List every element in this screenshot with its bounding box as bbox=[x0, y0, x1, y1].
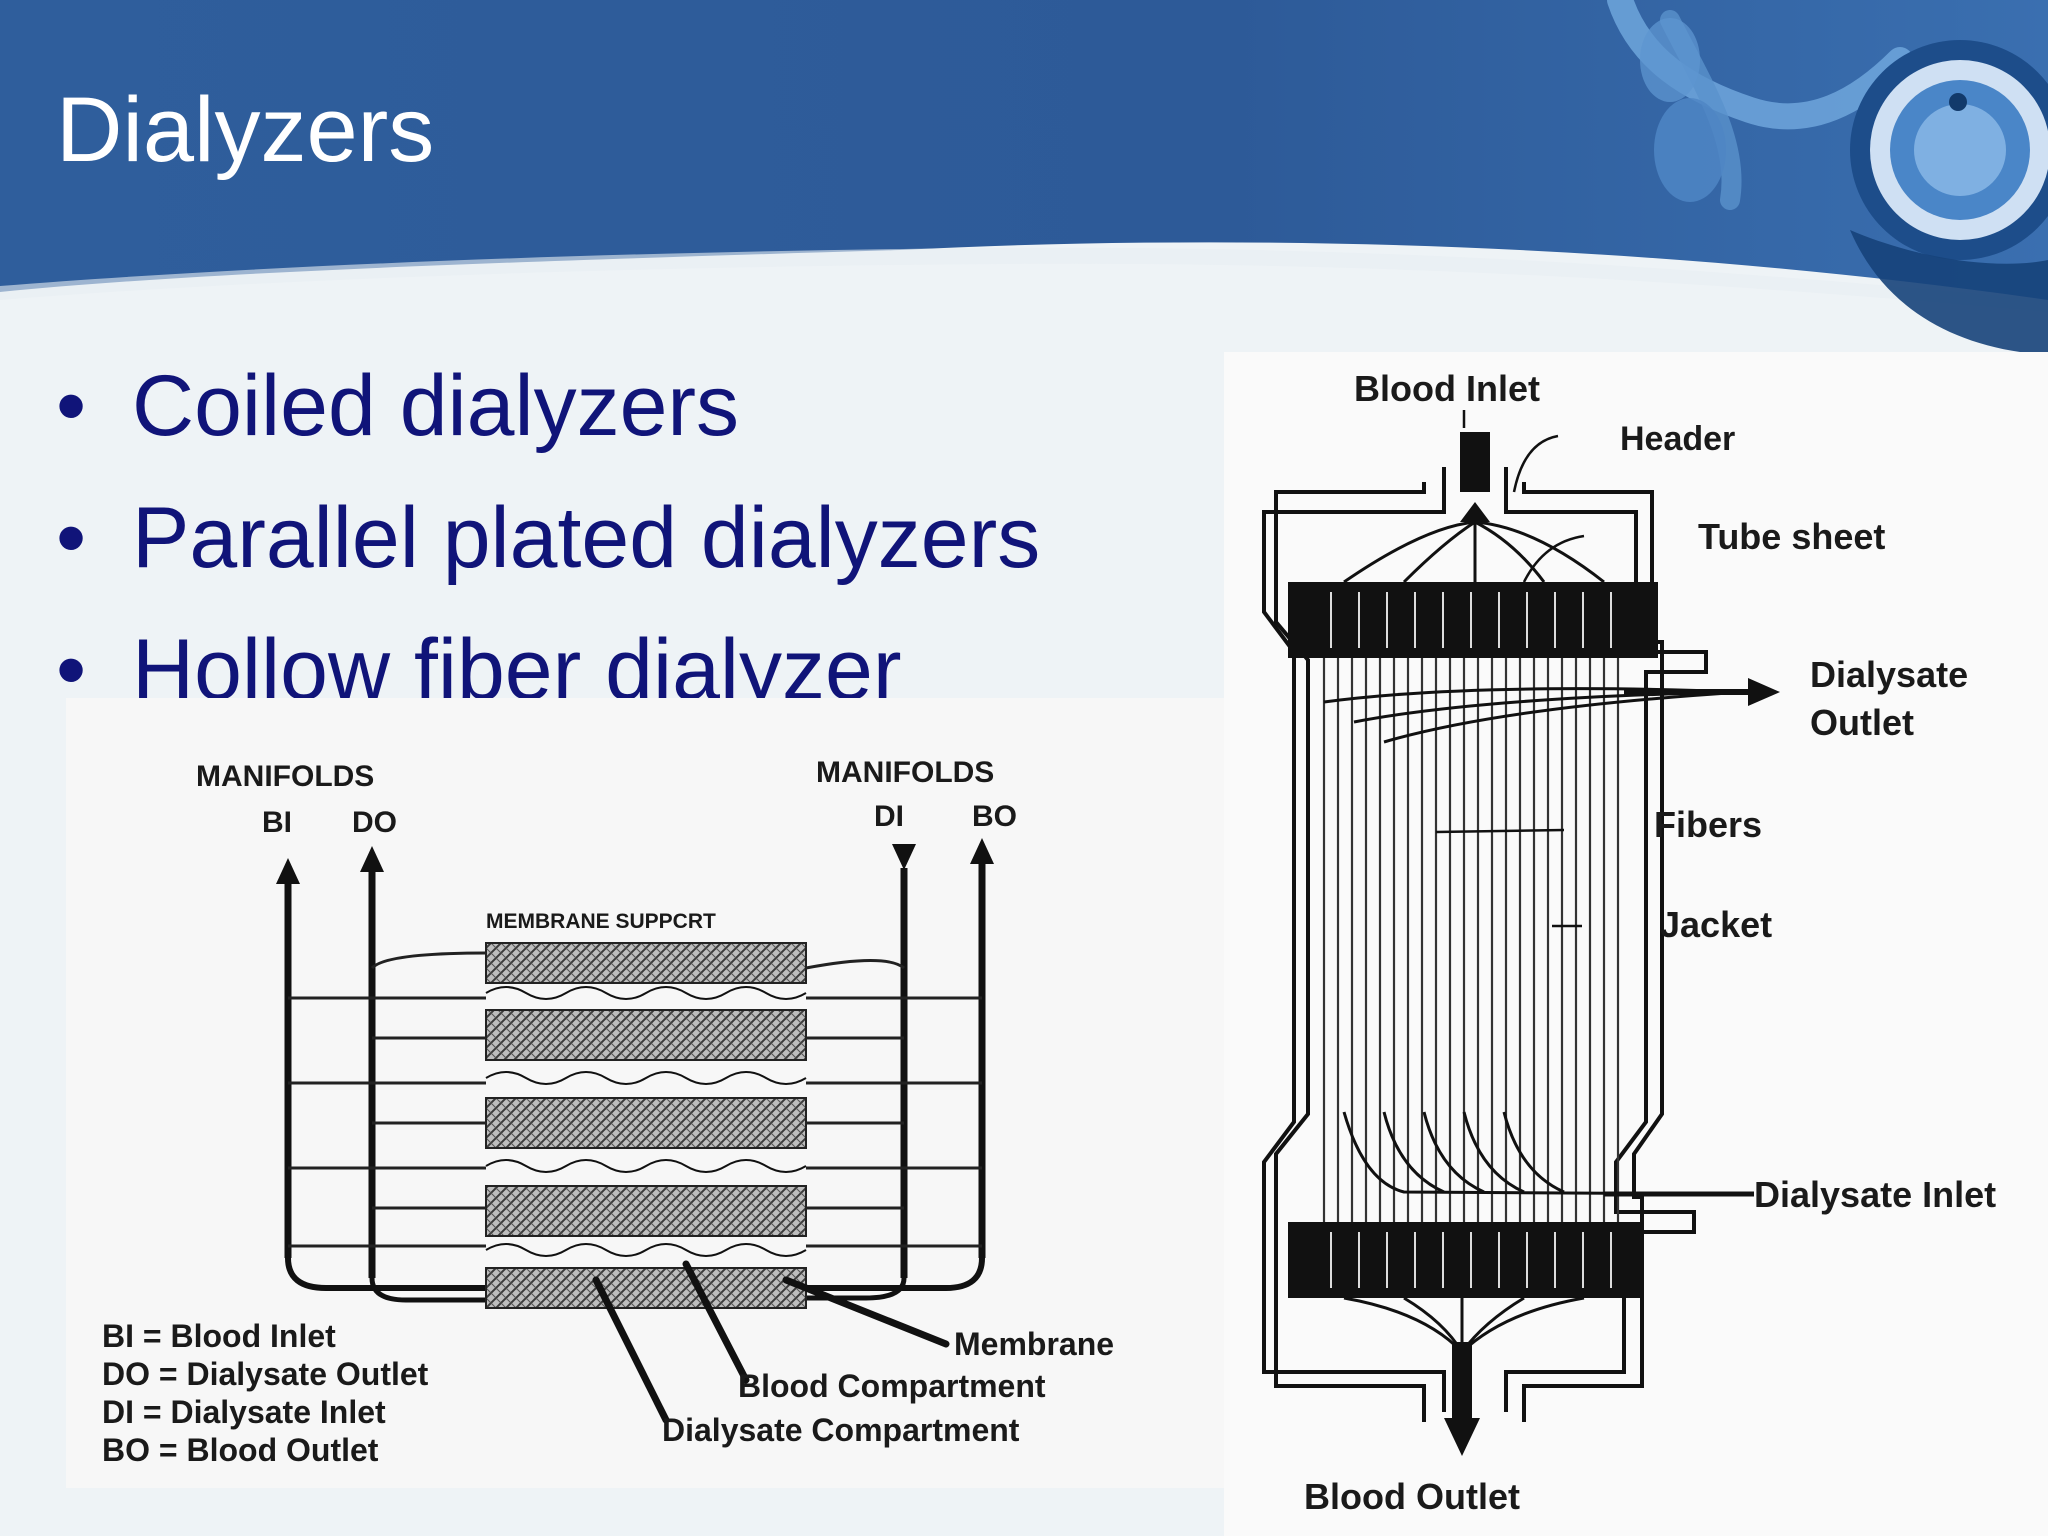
blood-outlet-label: Blood Outlet bbox=[1304, 1476, 1520, 1517]
title-banner bbox=[0, 0, 2048, 312]
membrane-support-label: MEMBRANE SUPPCRT bbox=[486, 910, 716, 933]
header-label: Header bbox=[1620, 420, 1736, 458]
port-bi-label: BI bbox=[262, 806, 292, 839]
legend-bi: BI = Blood Inlet bbox=[102, 1318, 336, 1354]
blood-compartment-callout: Blood Compartment bbox=[738, 1368, 1046, 1404]
legend-bo: BO = Blood Outlet bbox=[102, 1432, 379, 1468]
dialysate-compartment-callout: Dialysate Compartment bbox=[662, 1412, 1020, 1448]
parallel-plate-dialyzer-diagram: MANIFOLDS MANIFOLDS BI DO DI BO MEMBRANE… bbox=[66, 698, 1224, 1488]
manifolds-right-label: MANIFOLDS bbox=[816, 756, 995, 789]
port-do-label: DO bbox=[352, 806, 397, 839]
port-di-label: DI bbox=[874, 800, 904, 833]
jacket-label: Jacket bbox=[1660, 904, 1773, 945]
hollow-fiber-drawing bbox=[1262, 410, 1780, 1456]
legend-do: DO = Dialysate Outlet bbox=[102, 1356, 429, 1392]
bullet-dot: • bbox=[56, 490, 87, 586]
legend-di: DI = Dialysate Inlet bbox=[102, 1394, 386, 1430]
bullet-item: • Coiled dialyzers bbox=[56, 340, 1040, 472]
fibers-label: Fibers bbox=[1654, 804, 1763, 845]
bullet-text: Coiled dialyzers bbox=[132, 358, 740, 454]
port-bo-label: BO bbox=[972, 800, 1017, 833]
parallel-plate-drawing bbox=[276, 838, 994, 1424]
manifolds-left-label: MANIFOLDS bbox=[196, 760, 375, 793]
tube-sheet-label: Tube sheet bbox=[1698, 516, 1886, 557]
dialysate-inlet-label: Dialysate Inlet bbox=[1754, 1174, 1997, 1215]
bullet-list: • Coiled dialyzers • Parallel plated dialy… bbox=[56, 340, 1040, 736]
blood-inlet-label: Blood Inlet bbox=[1354, 368, 1540, 409]
dialysate-outlet-label-line2: Outlet bbox=[1810, 702, 1914, 743]
hollow-fiber-dialyzer-diagram: Blood Inlet Header Tube sheet Dialysate … bbox=[1224, 352, 2048, 1536]
bullet-text: Parallel plated dialyzers bbox=[132, 490, 1041, 586]
membrane-callout: Membrane bbox=[954, 1326, 1115, 1362]
bullet-dot: • bbox=[56, 358, 87, 454]
bullet-item: • Parallel plated dialyzers bbox=[56, 472, 1040, 604]
dialysate-outlet-label-line1: Dialysate bbox=[1810, 654, 1969, 695]
slide-title: Dialyzers bbox=[56, 79, 435, 181]
stethoscope-icon bbox=[1607, 0, 2048, 352]
